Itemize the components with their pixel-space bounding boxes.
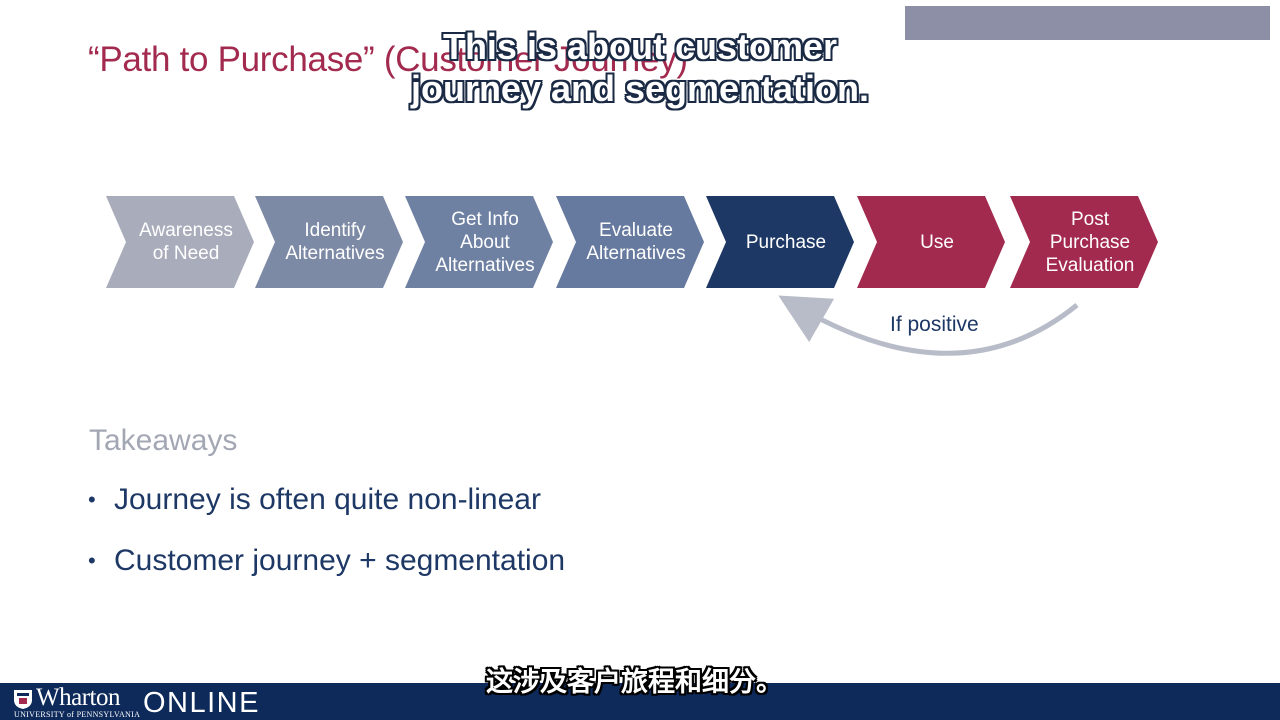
caption-bottom-zh: 这涉及客户旅程和细分。	[486, 667, 783, 697]
chevron-step-2	[255, 196, 403, 288]
bullet-glyph: •	[88, 548, 96, 573]
step-label-2: Identify Alternatives	[285, 220, 385, 264]
top-bar	[905, 6, 1270, 40]
step-label-5: Purchase	[745, 231, 827, 253]
slide-title: “Path to Purchase” (Customer Journey)	[88, 40, 688, 79]
step-label-6: Use	[920, 231, 954, 253]
caption-top: This is about customer journey and segme…	[340, 26, 940, 110]
chevron-step-4	[556, 196, 704, 288]
caption-top-line2: journey and segmentation.	[410, 68, 870, 109]
feedback-arc	[778, 295, 1079, 356]
step-label-1: Awareness of Need	[139, 220, 233, 264]
wharton-logo: Wharton	[36, 684, 120, 711]
bullet-text: Journey is often quite non-linear	[114, 483, 541, 516]
step-label-7: Post Purchase Evaluation	[1045, 208, 1135, 276]
wharton-shield-icon	[14, 690, 32, 709]
chevron-step-1	[106, 196, 254, 288]
chevron-step-3	[405, 196, 553, 288]
step-label-4: Evaluate Alternatives	[586, 220, 686, 264]
list-item: • Customer journey + segmentation	[88, 539, 565, 600]
list-item: • Journey is often quite non-linear	[88, 478, 565, 539]
online-logo: ONLINE	[143, 687, 260, 719]
caption-top-line1: This is about customer	[442, 26, 838, 67]
wharton-logo-subtitle: UNIVERSITY of PENNSYLVANIA	[14, 710, 141, 719]
takeaways-list: • Journey is often quite non-linear • Cust…	[88, 478, 565, 600]
footer-bar	[0, 683, 1280, 720]
chevron-step-6	[857, 196, 1005, 288]
takeaways-heading: Takeaways	[89, 424, 238, 457]
feedback-label: If positive	[890, 313, 979, 336]
chevron-step-7	[1010, 196, 1158, 288]
step-label-3: Get Info About Alternatives	[435, 208, 535, 276]
bullet-glyph: •	[88, 487, 96, 512]
bullet-text: Customer journey + segmentation	[114, 544, 566, 577]
chevron-step-5	[706, 196, 854, 288]
